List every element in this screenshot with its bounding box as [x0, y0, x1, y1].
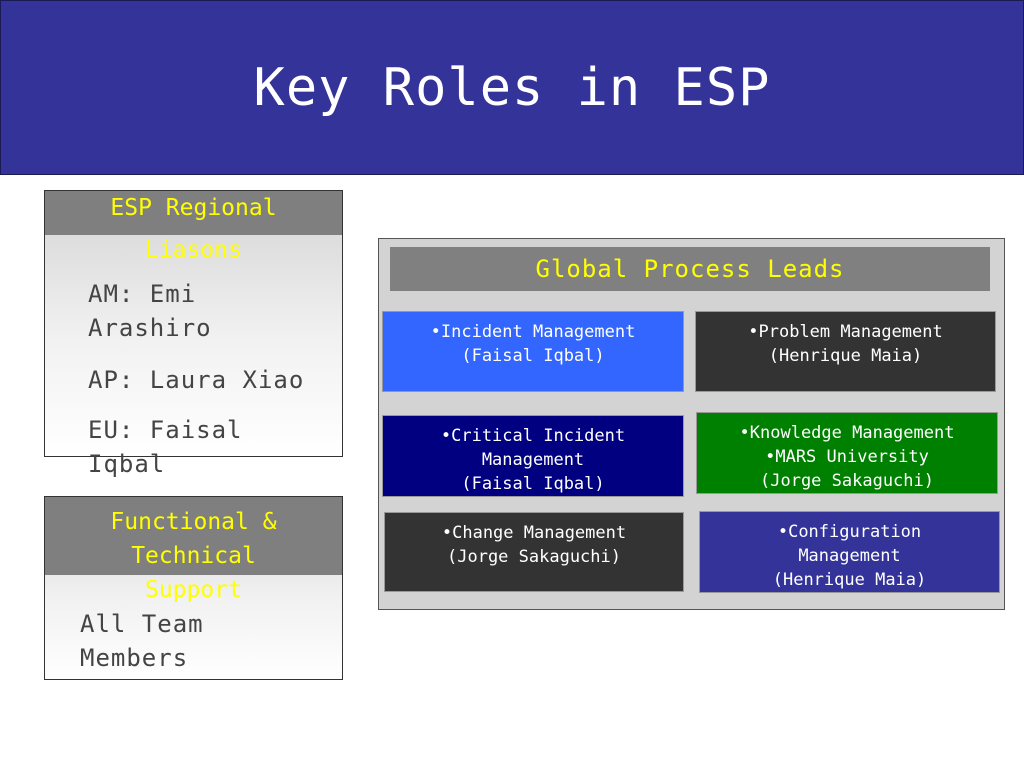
functional-item-line2: Members	[80, 644, 189, 672]
card-line: •Problem Management	[748, 322, 943, 342]
card-line: (Henrique Maia)	[768, 346, 923, 366]
regional-heading-line1: ESP Regional	[110, 195, 277, 221]
card-line: (Jorge Sakaguchi)	[760, 471, 934, 491]
card-line: •MARS University	[765, 447, 929, 467]
card-line: (Henrique Maia)	[772, 570, 927, 590]
regional-liasons-box: ESP Regional Liasons AM: Emi Arashiro AP…	[44, 190, 343, 478]
functional-heading-line1: Functional &	[110, 509, 277, 535]
functional-heading-line2: Technical	[131, 543, 256, 569]
global-process-leads-panel: Global Process Leads •Incident Managemen…	[378, 238, 1005, 610]
slide-header	[0, 0, 1024, 175]
card-line: •Incident Management	[430, 322, 636, 342]
regional-liasons-heading: ESP Regional	[45, 191, 342, 235]
regional-item-am-line2: Arashiro	[88, 314, 212, 342]
card-line: (Jorge Sakaguchi)	[447, 547, 621, 567]
card-change-management: •Change Management (Jorge Sakaguchi)	[384, 512, 684, 592]
card-line: (Faisal Iqbal)	[461, 474, 605, 494]
card-line: •Configuration	[777, 522, 922, 542]
regional-item-ap: AP: Laura Xiao	[88, 366, 305, 394]
card-line: •Change Management	[441, 523, 627, 543]
regional-item-am-line1: AM: Emi	[88, 280, 197, 308]
functional-item-line1: All Team	[80, 610, 204, 638]
card-line: Management	[798, 546, 901, 566]
slide-title: Key Roles in ESP	[253, 58, 771, 118]
functional-support-heading: Functional & Technical	[45, 497, 342, 575]
regional-item-eu-line1: EU: Faisal	[88, 416, 243, 444]
card-problem-management: •Problem Management (Henrique Maia)	[695, 311, 996, 392]
card-line: (Faisal Iqbal)	[461, 346, 605, 366]
card-line: •Critical Incident	[440, 426, 626, 446]
regional-heading-line2: Liasons	[145, 237, 242, 263]
card-line: •Knowledge Management	[739, 423, 955, 443]
functional-support-box: Functional & Technical Support All Team …	[44, 496, 343, 680]
functional-heading-line3: Support	[145, 577, 242, 603]
card-line: Management	[481, 450, 585, 470]
card-knowledge-management: •Knowledge Management •MARS University (Jo…	[696, 412, 998, 494]
regional-item-eu-line2: Iqbal	[88, 450, 166, 478]
global-process-leads-heading: Global Process Leads	[390, 247, 990, 291]
card-incident-management: •Incident Management (Faisal Iqbal)	[382, 311, 684, 392]
